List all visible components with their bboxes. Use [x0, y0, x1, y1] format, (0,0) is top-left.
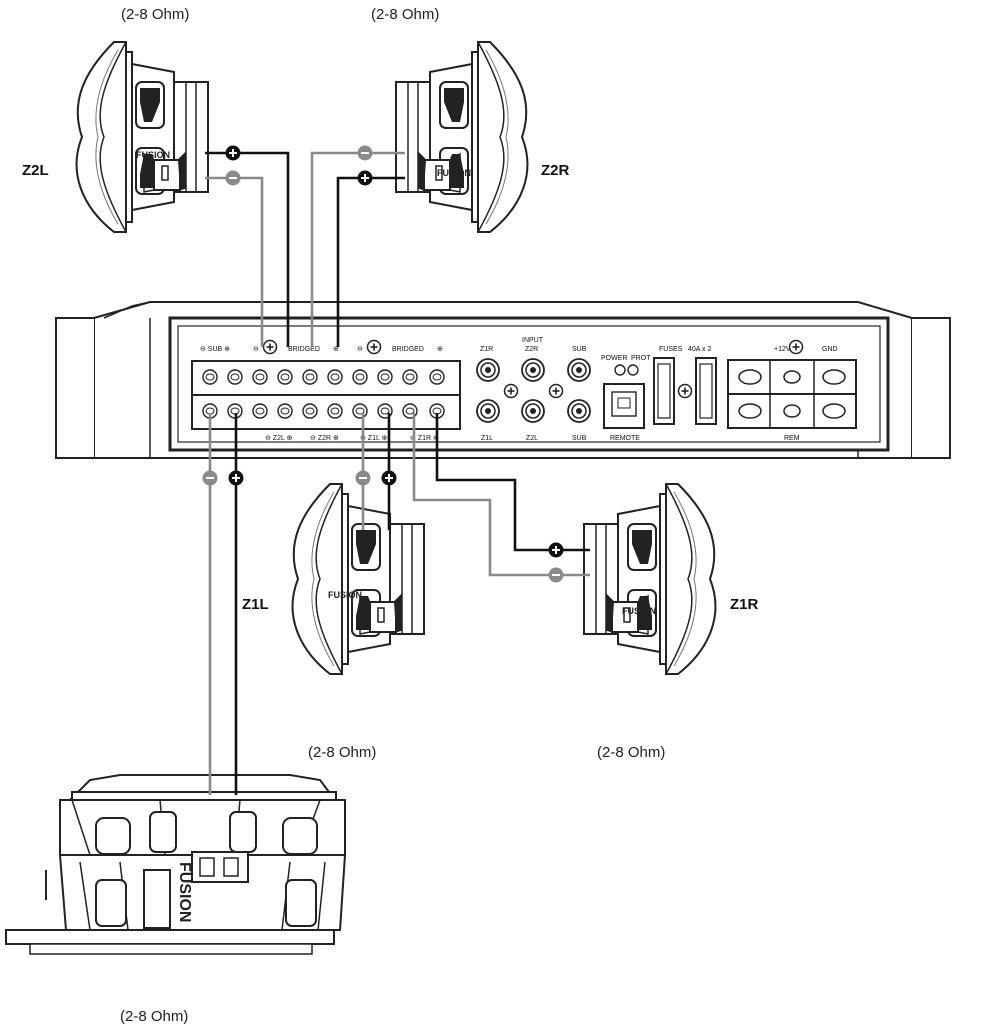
zone-label-z2r: Z2R	[541, 162, 570, 179]
label-input-z1l: Z1L	[481, 435, 493, 442]
ohm-label-z1l: (2-8 Ohm)	[308, 744, 376, 761]
label-input-z2r: Z2R	[525, 346, 538, 353]
minus-icon	[224, 169, 242, 187]
fuse-1	[653, 357, 675, 425]
minus-icon	[547, 566, 565, 584]
amplifier: ⊖ SUB ⊕ ⊖ BRIDGED ⊕ ⊖ BRIDGED ⊕ ⊖ Z2L ⊕ …	[55, 301, 951, 459]
minus-icon	[354, 469, 372, 487]
label-fuses: FUSES	[659, 346, 683, 353]
label-input-sub-top: SUB	[572, 346, 587, 353]
plus-icon	[356, 169, 374, 187]
rca-jack-sub-top	[567, 358, 591, 382]
mount-screw-icon	[677, 383, 693, 399]
label-bridged-2: BRIDGED	[392, 346, 424, 353]
rca-jack-z1l	[476, 399, 500, 423]
prot-led	[627, 364, 639, 376]
label-input-sub-bottom: SUB	[572, 435, 587, 442]
mount-screw-icon	[788, 339, 804, 355]
ohm-label-z1r: (2-8 Ohm)	[597, 744, 665, 761]
power-terminal-block	[727, 359, 857, 429]
label-gnd: GND	[822, 346, 838, 353]
label-z1l: ⊖ Z1L ⊕	[360, 435, 388, 442]
wires	[205, 151, 590, 795]
label-input: INPUT	[522, 337, 544, 344]
brand-logo: FUSION	[176, 862, 193, 922]
brand-logo: FUSION	[437, 168, 471, 178]
wire-z2r-negative	[310, 151, 405, 347]
mount-screw-icon	[548, 383, 564, 399]
minus-icon	[356, 144, 374, 162]
rca-jack-z1r	[476, 358, 500, 382]
ohm-label-sub: (2-8 Ohm)	[120, 1008, 188, 1025]
zone-label-z1l: Z1L	[242, 596, 269, 613]
mount-screw-icon	[262, 339, 278, 355]
zone-label-z2l: Z2L	[22, 162, 49, 179]
remote-port	[603, 383, 645, 429]
label-bridged-2-plus: ⊕	[437, 346, 443, 353]
label-prot: PROT	[631, 355, 651, 362]
label-12v: +12V	[774, 346, 791, 353]
brand-logo: FUSION	[328, 590, 362, 600]
speaker-z1l: FUSION	[291, 483, 425, 675]
label-fuse-rating: 40A x 2	[688, 346, 711, 353]
speaker-z1r: FUSION	[583, 483, 717, 675]
label-bridged-2-minus: ⊖	[357, 346, 363, 353]
wire-z2l-negative	[205, 176, 264, 347]
plus-icon	[227, 469, 245, 487]
ohm-label-z2r: (2-8 Ohm)	[371, 6, 439, 23]
label-bridged-plus: ⊕	[333, 346, 339, 353]
label-bridged-minus: ⊖	[253, 346, 259, 353]
label-bridged-1: BRIDGED	[288, 346, 320, 353]
label-remote: REMOTE	[610, 435, 640, 442]
zone-label-z1r: Z1R	[730, 596, 759, 613]
subwoofer: FUSION	[5, 774, 346, 955]
brand-logo: FUSION	[622, 606, 656, 616]
speaker-z2r: FUSION	[395, 41, 529, 233]
wire-z1r-positive	[435, 413, 590, 552]
speaker-z2l: FUSION	[75, 41, 209, 233]
rca-jack-sub-bottom	[567, 399, 591, 423]
label-rem: REM	[784, 435, 800, 442]
wire-z1r-negative	[412, 413, 590, 577]
label-sub: ⊖ SUB ⊕	[200, 346, 230, 353]
plus-icon	[380, 469, 398, 487]
power-led	[614, 364, 626, 376]
plus-icon	[224, 144, 242, 162]
rca-jack-z2l	[521, 399, 545, 423]
label-power: POWER	[601, 355, 627, 362]
plus-icon	[547, 541, 565, 559]
label-z2l: ⊖ Z2L ⊕	[265, 435, 293, 442]
label-input-z1r: Z1R	[480, 346, 493, 353]
label-z2r: ⊖ Z2R ⊕	[310, 435, 339, 442]
rca-jack-z2r	[521, 358, 545, 382]
ohm-label-z2l: (2-8 Ohm)	[121, 6, 189, 23]
label-z1r: ⊖ Z1R ⊕	[410, 435, 439, 442]
fuse-2	[695, 357, 717, 425]
mount-screw-icon	[366, 339, 382, 355]
wire-z2r-positive	[336, 176, 405, 347]
mount-screw-icon	[503, 383, 519, 399]
minus-icon	[201, 469, 219, 487]
brand-logo: FUSION	[136, 150, 170, 160]
label-input-z2l: Z2L	[526, 435, 538, 442]
